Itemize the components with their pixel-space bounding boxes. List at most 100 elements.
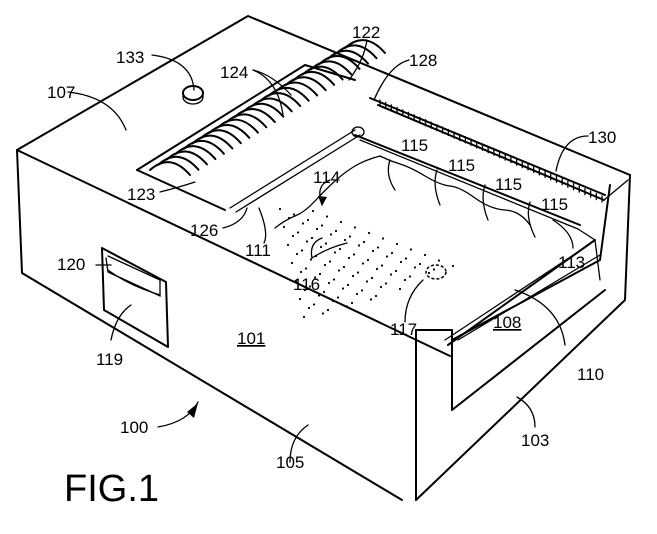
roller-rib [344,39,386,54]
litter-dot [286,243,290,247]
litter-dot [375,267,379,271]
litter-dot [324,242,328,245]
litter-dot [370,276,374,280]
roller-rib [225,113,268,129]
litter-dot [437,259,441,262]
label-126: 126 [190,221,218,240]
label-111: 111 [245,241,271,260]
device-housing [16,15,631,501]
litter-dot [304,267,308,270]
litter-dot [399,260,403,264]
litter-dot [348,235,352,238]
litter-dot [362,240,366,244]
litter-dot [418,262,422,266]
litter-dot [336,296,340,299]
roller-rib [318,55,361,70]
litter-dot [305,240,309,243]
litter-dot [427,271,431,275]
label-128: 128 [409,51,437,70]
litter-dot [291,234,295,238]
label-120: 120 [57,255,85,274]
litter-dot [322,290,326,294]
litter-dot [371,249,375,253]
roller-rib [233,108,276,123]
litter-dot [329,233,333,236]
litter-dot [332,278,336,281]
litter-dot [325,215,329,218]
label-108: 108 [493,313,521,332]
litter-dot [295,252,299,256]
litter-dot [381,237,385,240]
litter-dot [303,288,307,292]
litter-dot [321,312,325,315]
litter-dot [308,285,312,288]
label-133: 133 [116,48,144,67]
litter-dot [287,216,291,220]
litter-dot [323,263,327,267]
roller-rib [259,92,302,108]
roller-rib [276,81,319,97]
litter-dot [327,281,331,285]
roller-rib [284,76,327,92]
roller-rib [182,140,225,155]
litter-dot [298,297,302,301]
litter-dot [394,269,398,273]
label-110: 110 [577,365,604,384]
litter-dot [360,289,364,292]
label-117: 117 [390,320,417,339]
litter-dot [311,209,315,213]
litter-dot [351,274,355,278]
litter-dot [317,294,321,297]
roller-rib [199,129,242,145]
label-103: 103 [521,431,549,450]
belt-130 [369,97,606,203]
litter-dot [413,266,417,269]
label-115-d: 115 [541,195,568,214]
roller-rib [157,155,200,171]
label-115-c: 115 [495,175,522,194]
label-122: 122 [352,23,380,42]
litter-dot [408,275,412,278]
litter-dot [355,292,359,296]
litter-dot [302,315,306,319]
roller-rib [165,150,208,166]
litter-dot [353,226,357,229]
roller-rib [216,118,259,134]
drawer-door [101,247,169,348]
litter-dot [306,218,310,222]
roller-rib [310,60,353,76]
litter-dot [313,276,317,279]
litter-dot [380,264,384,267]
litter-dot [296,231,300,234]
litter-dot [409,248,413,251]
litter-dot [361,262,365,265]
litter-dot [366,258,370,262]
roller-rib [335,44,378,60]
litter-dot [290,261,294,265]
roller-rib [191,134,234,150]
label-123: 123 [127,185,155,204]
litter-dot [292,213,296,216]
litter-dot [300,249,304,252]
litter-dot [328,260,332,263]
litter-dot [294,279,298,283]
button-133 [182,85,204,105]
litter-dot [389,273,393,276]
label-100: 100 [120,418,148,437]
litter-dot [451,264,455,268]
litter-dot [423,253,427,257]
roller-rib [327,49,370,65]
litter-dot [307,306,311,310]
litter-dot [333,251,337,254]
label-130: 130 [588,128,616,147]
litter-dot [312,303,316,306]
litter-dot [326,308,330,312]
label-114: 114 [313,168,340,187]
litter-dot [282,225,286,229]
litter-dot [376,246,380,249]
figure-title: FIG.1 [64,468,159,510]
litter-dot [342,265,346,269]
label-115-b: 115 [448,156,475,175]
roller-rib [293,71,336,86]
